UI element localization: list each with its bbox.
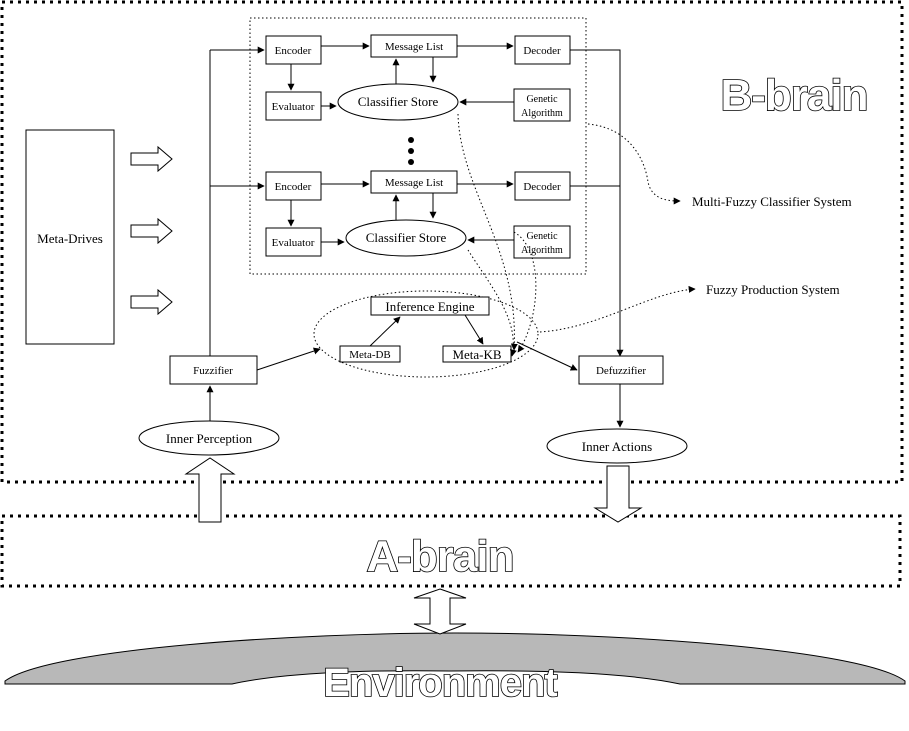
ellipsis-dot-3 [408, 159, 414, 165]
genetic-label-1b: Algorithm [521, 108, 563, 119]
classifier-systems-frame [249, 17, 587, 275]
evaluator-label-2: Evaluator [272, 237, 315, 249]
a-brain-title: A-brain [367, 532, 514, 581]
ga2-to-metakb-annotation [513, 231, 537, 353]
b-to-a-arrow [593, 465, 643, 523]
drive-arrow-2 [130, 217, 173, 245]
inner-perception-label: Inner Perception [166, 431, 253, 446]
meta-kb-label: Meta-KB [452, 347, 501, 362]
decoder-box-1 [514, 35, 571, 65]
meta-db-label: Meta-DB [349, 349, 391, 361]
classifier-store-label-2: Classifier Store [366, 230, 447, 245]
inner-perception-ellipse [138, 420, 280, 456]
cs-to-mfcs-annotation [587, 123, 681, 205]
flow-fuzzifier-fps [256, 347, 321, 371]
multi-fuzzy-label: Multi-Fuzzy Classifier System [692, 194, 852, 209]
encoder-label-1: Encoder [275, 45, 312, 57]
decoder-label-1: Decoder [523, 45, 561, 57]
genetic-box-2 [513, 225, 571, 259]
encoder-box-2 [265, 171, 322, 201]
fuzzy-production-ellipse [313, 290, 539, 378]
encoder-label-2: Encoder [275, 181, 312, 193]
meta-drives-box [25, 129, 115, 345]
fuzzifier-box [169, 355, 258, 385]
flow-fps-defuzzifier [516, 341, 578, 371]
inner-actions-ellipse [546, 428, 688, 464]
classifier-store-ellipse-1 [337, 83, 459, 121]
environment-ground [4, 632, 906, 685]
classifier-store-label-1: Classifier Store [358, 94, 439, 109]
b-brain-frame [0, 0, 904, 484]
genetic-label-2a: Genetic [526, 231, 558, 242]
defuzzifier-box [578, 355, 664, 385]
classifier-store-ellipse-2 [345, 219, 467, 257]
flow-ie-metakb [464, 314, 484, 345]
genetic-label-1a: Genetic [526, 94, 558, 105]
b-brain-title: B-brain [721, 71, 868, 120]
meta-drives-label: Meta-Drives [37, 231, 103, 246]
genetic-label-2b: Algorithm [521, 245, 563, 256]
fuzzy-production-label: Fuzzy Production System [706, 282, 840, 297]
genetic-box-1 [513, 88, 571, 122]
message-list-label-2: Message List [385, 177, 443, 189]
defuzzifier-label: Defuzzifier [596, 365, 646, 377]
encoder-box-1 [265, 35, 322, 65]
ellipsis-dot-2 [408, 148, 414, 154]
cs1-to-metakb-annotation [457, 113, 518, 351]
a-to-b-arrow [184, 457, 236, 523]
inference-engine-label: Inference Engine [385, 299, 474, 314]
decoder-1-bus [570, 49, 621, 356]
fps-annotation [539, 285, 696, 333]
environment-title: Environment [323, 661, 557, 705]
inference-engine-box [370, 296, 490, 316]
decoder-label-2: Decoder [523, 181, 561, 193]
ellipsis-dot-1 [408, 137, 414, 143]
drive-arrow-1 [130, 145, 173, 173]
evaluator-box-2 [265, 227, 322, 257]
drive-arrow-3 [130, 288, 173, 316]
message-list-label-1: Message List [385, 41, 443, 53]
fuzzifier-label: Fuzzifier [193, 365, 233, 377]
flow-metadb-ie [369, 316, 401, 347]
a-environment-double-arrow [413, 588, 467, 635]
message-list-box-2 [370, 170, 458, 194]
evaluator-label-1: Evaluator [272, 101, 315, 113]
a-brain-frame [0, 514, 902, 588]
inner-actions-label: Inner Actions [582, 439, 652, 454]
